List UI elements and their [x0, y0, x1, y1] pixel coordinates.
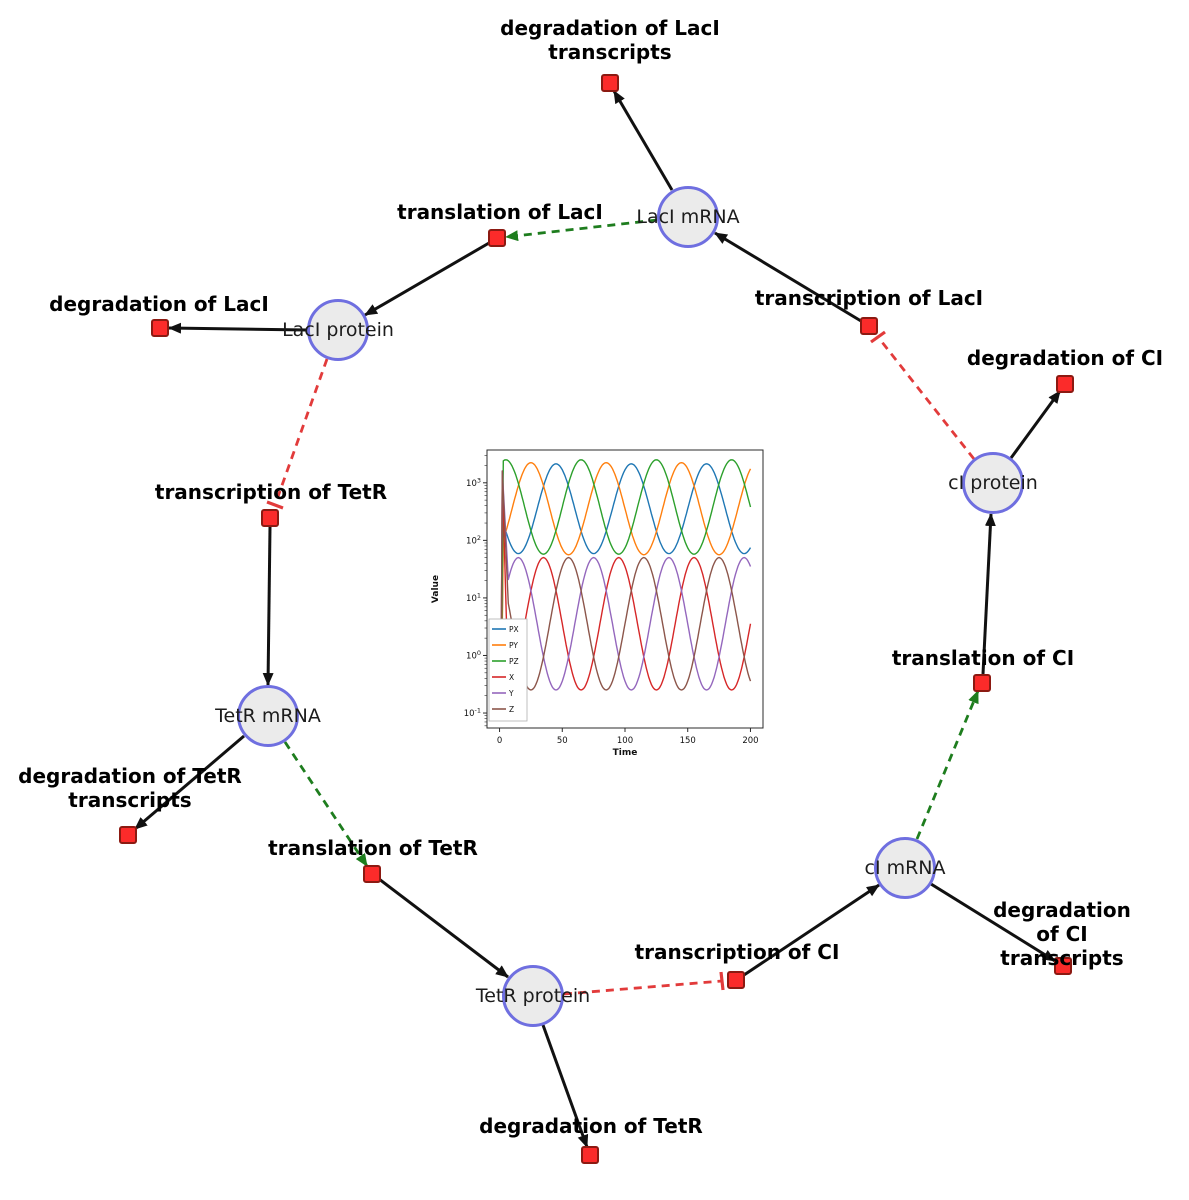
reaction-node-transcription-ci	[727, 971, 745, 989]
edge-laci-protein-to-degradation	[168, 322, 308, 334]
reaction-node-degradation-ci	[1056, 375, 1074, 393]
svg-text:Z: Z	[509, 705, 514, 714]
svg-text:101: 101	[466, 591, 481, 604]
edge-tetr-mrna-to-degradation-transcripts	[134, 734, 245, 831]
species-node-tetr-protein	[502, 965, 564, 1027]
species-node-laci-mrna	[657, 186, 719, 248]
edge-translation-ci-to-ci-protein	[981, 513, 996, 675]
svg-text:10-1: 10-1	[464, 707, 481, 720]
inhibition-tbar	[719, 971, 725, 991]
reaction-node-translation-laci	[488, 229, 506, 247]
edge-laci-mrna-to-degradation-transcripts	[612, 90, 674, 191]
reaction-node-degradation-laci-transcripts	[601, 74, 619, 92]
edge-transcription-laci-to-laci-mrna	[714, 231, 862, 323]
reaction-node-degradation-tetr	[581, 1146, 599, 1164]
svg-text:Value: Value	[431, 575, 441, 603]
reaction-label-transcription-ci: transcription of CI	[634, 940, 840, 964]
reaction-node-translation-tetr	[363, 865, 381, 883]
species-node-ci-protein	[962, 452, 1024, 514]
svg-text:102: 102	[466, 534, 481, 547]
reaction-label-degradation-tetr: degradation of TetR	[479, 1114, 703, 1138]
reaction-label-translation-ci: translation of CI	[891, 646, 1075, 670]
edge-ci-mrna-modifies-translation	[915, 690, 980, 840]
svg-text:200: 200	[742, 736, 758, 746]
reaction-label-transcription-tetr: transcription of TetR	[154, 480, 388, 504]
edge-transcription-tetr-to-tetr-mrna	[262, 526, 274, 686]
svg-text:0: 0	[497, 736, 502, 746]
edge-laci-mrna-modifies-translation	[505, 218, 658, 242]
edge-translation-tetr-to-tetr-protein	[378, 877, 509, 979]
svg-text:PY: PY	[509, 641, 518, 650]
reaction-label-degradation-tetr-transcripts: degradation of TetR transcripts	[18, 764, 242, 812]
reaction-node-degradation-tetr-transcripts	[119, 826, 137, 844]
edge-ci-protein-to-degradation	[1009, 390, 1062, 459]
svg-text:50: 50	[557, 736, 568, 746]
svg-text:Time: Time	[613, 748, 638, 758]
reaction-node-degradation-ci-transcripts	[1054, 957, 1072, 975]
edge-ci-mrna-to-degradation-transcripts	[930, 882, 1056, 963]
svg-text:100: 100	[466, 649, 481, 662]
edge-laci-protein-inhibits-transcription-tetr	[273, 358, 329, 506]
reaction-label-degradation-ci-transcripts: degradation of CI transcripts	[993, 898, 1131, 970]
edge-tetr-protein-inhibits-transcription-ci	[563, 979, 723, 996]
species-node-ci-mrna	[874, 837, 936, 899]
reaction-label-degradation-laci-transcripts: degradation of LacI transcripts	[500, 16, 720, 64]
svg-text:PZ: PZ	[509, 657, 519, 666]
reaction-label-translation-laci: translation of LacI	[397, 200, 603, 224]
inhibition-tbar	[266, 500, 284, 510]
reaction-node-transcription-tetr	[261, 509, 279, 527]
inhibition-tbar	[870, 330, 886, 344]
reaction-node-translation-ci	[973, 674, 991, 692]
species-node-laci-protein	[307, 299, 369, 361]
svg-text:150: 150	[680, 736, 696, 746]
reaction-label-degradation-ci: degradation of CI	[966, 346, 1164, 370]
svg-text:PX: PX	[509, 625, 519, 634]
svg-text:X: X	[509, 673, 514, 682]
reaction-label-translation-tetr: translation of TetR	[268, 836, 478, 860]
svg-text:103: 103	[466, 476, 481, 489]
reaction-node-transcription-laci	[860, 317, 878, 335]
edge-transcription-ci-to-ci-mrna	[743, 883, 880, 977]
reaction-label-degradation-laci: degradation of LacI	[49, 292, 269, 316]
edge-tetr-protein-to-degradation	[541, 1024, 589, 1148]
svg-text:100: 100	[617, 736, 633, 746]
species-node-tetr-mrna	[237, 685, 299, 747]
reaction-node-degradation-laci	[151, 319, 169, 337]
edge-ci-protein-inhibits-transcription-laci	[876, 336, 976, 460]
reaction-label-transcription-laci: transcription of LacI	[754, 286, 984, 310]
edge-translation-laci-to-laci-protein	[364, 241, 490, 317]
svg-text:Y: Y	[508, 689, 514, 698]
edge-tetr-mrna-modifies-translation	[283, 741, 369, 867]
